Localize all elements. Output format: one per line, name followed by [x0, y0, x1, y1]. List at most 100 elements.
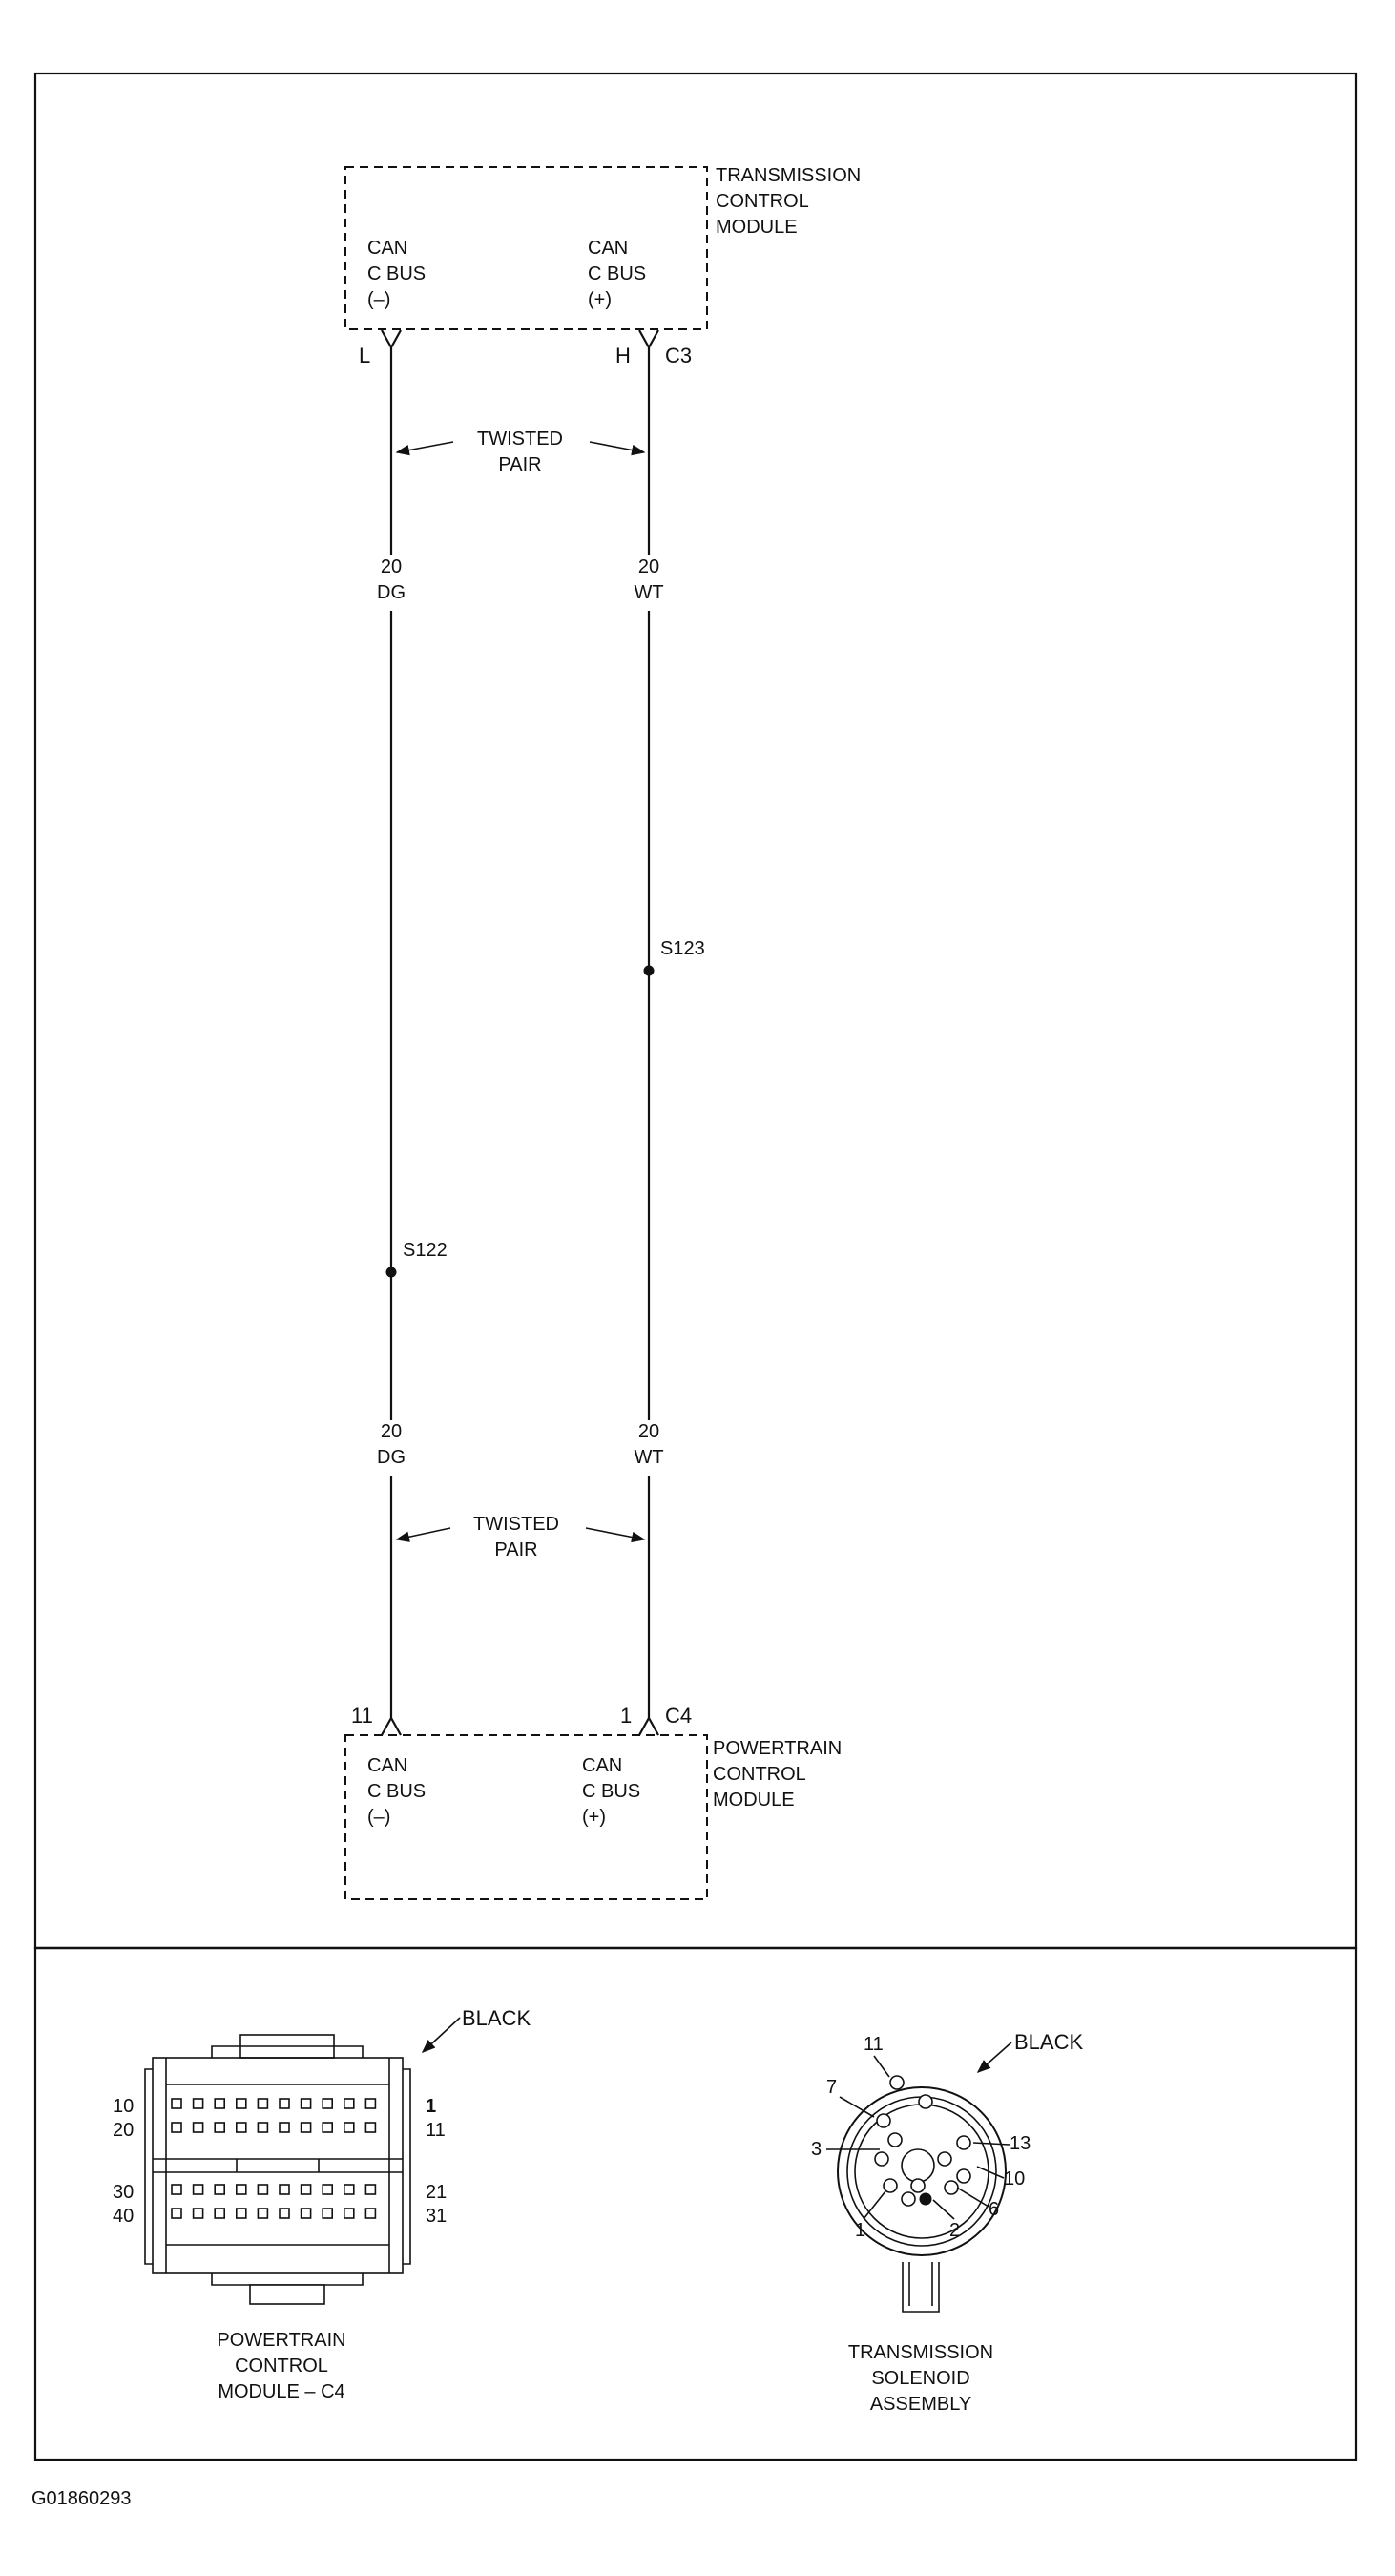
wire-left-upper-gauge: 20 [381, 556, 402, 577]
pcm-c4-pin-cavity [192, 2184, 204, 2195]
pcm-c4-color-label: BLACK [462, 2006, 531, 2030]
solenoid-pin-label-3: 3 [811, 2139, 822, 2160]
pcm-c4-pin-label-31: 31 [426, 2206, 447, 2227]
solenoid-caption-line-3: ASSEMBLY [870, 2394, 971, 2415]
tcm-right-pin-line-1: CAN [588, 238, 628, 259]
pcm-c4-pin-label-40: 40 [113, 2206, 134, 2227]
twisted-pair-lower-arrow-left [395, 1527, 451, 1542]
pcm-c4-pin-cavity [214, 2122, 225, 2133]
splice-s123-dot [643, 965, 655, 976]
pcm-c4-pin-cavity [300, 2122, 312, 2133]
pcm-c4-pin-cavity [236, 2122, 247, 2133]
wire-left-lower-gauge: 20 [381, 1421, 402, 1442]
pcm-c4-caption-line-3: MODULE – C4 [218, 2381, 344, 2402]
solenoid-pin-label-11: 11 [864, 2034, 884, 2055]
solenoid-leader-10 [976, 2166, 1005, 2179]
pcm-connector-label: C4 [665, 1704, 692, 1728]
wire-left-upper-color: DG [377, 582, 406, 603]
pcm-c4-pin-cavity [322, 2122, 334, 2133]
solenoid-connector-face [837, 2075, 1007, 2313]
pcm-c4-pin-cavity [214, 2184, 225, 2195]
pcm-c4-pin-cavity [171, 2098, 182, 2109]
solenoid-leader-7 [839, 2096, 875, 2118]
pcm-c4-pin-cavity [279, 2208, 290, 2219]
splice-s122-dot [385, 1267, 397, 1278]
pcm-left-pin-line-1: CAN [367, 1755, 407, 1776]
pcm-c4-pin-cavity [236, 2098, 247, 2109]
pcm-right-terminal-label: 1 [620, 1704, 632, 1728]
solenoid-pin-cavity [937, 2151, 952, 2167]
pcm-c4-pin-cavity [300, 2208, 312, 2219]
solenoid-caption-line-2: SOLENOID [871, 2368, 969, 2389]
wire-right-upper-color: WT [634, 582, 663, 603]
pcm-c4-pin-cavity [192, 2098, 204, 2109]
solenoid-pin-cavity [944, 2180, 959, 2195]
twisted-pair-lower-arrow-right [585, 1527, 646, 1543]
solenoid-pin-cavity [918, 2094, 933, 2109]
tcm-left-pin-line-1: CAN [367, 238, 407, 259]
pcm-c4-pin-cavity [279, 2122, 290, 2133]
solenoid-pin-label-13: 13 [1010, 2133, 1031, 2154]
pcm-right-pin-line-3: (+) [582, 1807, 606, 1828]
solenoid-pin-cavity [883, 2178, 898, 2193]
pcm-c4-pin-cavity [343, 2122, 355, 2133]
pcm-c4-black-leader [421, 2017, 461, 2053]
pcm-left-terminal-label: 11 [351, 1704, 373, 1728]
solenoid-caption-line-1: TRANSMISSION [848, 2342, 993, 2363]
solenoid-pin-cavity [910, 2178, 926, 2193]
solenoid-leader-2 [932, 2199, 955, 2220]
pcm-c4-pin-cavity [322, 2208, 334, 2219]
pcm-c4-pin-label-21: 21 [426, 2182, 447, 2203]
pcm-c4-pin-cavity [257, 2184, 269, 2195]
twisted-pair-lower-line-2: PAIR [494, 1539, 537, 1560]
pcm-c4-pin-cavity [343, 2208, 355, 2219]
pcm-c4-pin-label-20: 20 [113, 2120, 134, 2141]
solenoid-pin-cavity [876, 2113, 891, 2128]
twisted-pair-upper-line-1: TWISTED [477, 429, 563, 450]
schematic-frame [33, 72, 1358, 1950]
pcm-left-pin-line-3: (–) [367, 1807, 390, 1828]
pcm-c4-pin-cavity [364, 2184, 377, 2195]
pcm-c4-pin-cavity [192, 2122, 204, 2133]
solenoid-pin-cavity [956, 2135, 971, 2150]
solenoid-color-label: BLACK [1014, 2030, 1083, 2054]
pcm-c4-pin-cavity [257, 2122, 269, 2133]
pcm-c4-pin-cavity [171, 2122, 182, 2133]
pcm-c4-pin-cavity [236, 2184, 247, 2195]
wire-right-lower-gauge: 20 [638, 1421, 659, 1442]
pcm-c4-pin-cavity [257, 2208, 269, 2219]
twisted-pair-upper-arrow-left [395, 441, 454, 456]
pcm-c4-pin-cavity [300, 2098, 312, 2109]
pcm-right-terminal-fork [638, 1715, 659, 1736]
solenoid-pin-label-7: 7 [826, 2077, 837, 2098]
tcm-left-terminal-fork [381, 329, 402, 350]
pcm-c4-pin-cavity [192, 2208, 204, 2219]
pcm-c4-pin-cavity [300, 2184, 312, 2195]
twisted-pair-upper-line-2: PAIR [498, 454, 541, 475]
solenoid-leader-1 [863, 2190, 886, 2220]
solenoid-pin-label-10: 10 [1004, 2168, 1025, 2189]
tcm-title-line-2: CONTROL [716, 191, 809, 212]
wire-right-upper-gauge: 20 [638, 556, 659, 577]
tcm-left-pin-line-3: (–) [367, 289, 390, 310]
solenoid-pin-cavity [889, 2075, 905, 2090]
tcm-module-box [344, 166, 708, 330]
pcm-c4-pin-cavity [171, 2184, 182, 2195]
solenoid-leader-6 [956, 2187, 989, 2208]
splice-s122-label: S122 [403, 1240, 448, 1261]
pcm-c4-pin-cavity [214, 2098, 225, 2109]
pcm-c4-pin-label-10: 10 [113, 2096, 134, 2117]
pcm-c4-pin-cavity [214, 2208, 225, 2219]
solenoid-pin-cavity [874, 2151, 889, 2167]
tcm-connector-label: C3 [665, 344, 692, 367]
pcm-c4-pin-cavity [343, 2098, 355, 2109]
pcm-module-box [344, 1734, 708, 1900]
solenoid-pin-cavity [887, 2132, 903, 2147]
pcm-c4-pin-cavity [257, 2098, 269, 2109]
pcm-c4-pin-cavity [343, 2184, 355, 2195]
solenoid-pin-label-2: 2 [949, 2220, 960, 2241]
tcm-title-line-3: MODULE [716, 217, 798, 238]
pcm-c4-pin-label-30: 30 [113, 2182, 134, 2203]
pcm-c4-pin-cavity [364, 2208, 377, 2219]
